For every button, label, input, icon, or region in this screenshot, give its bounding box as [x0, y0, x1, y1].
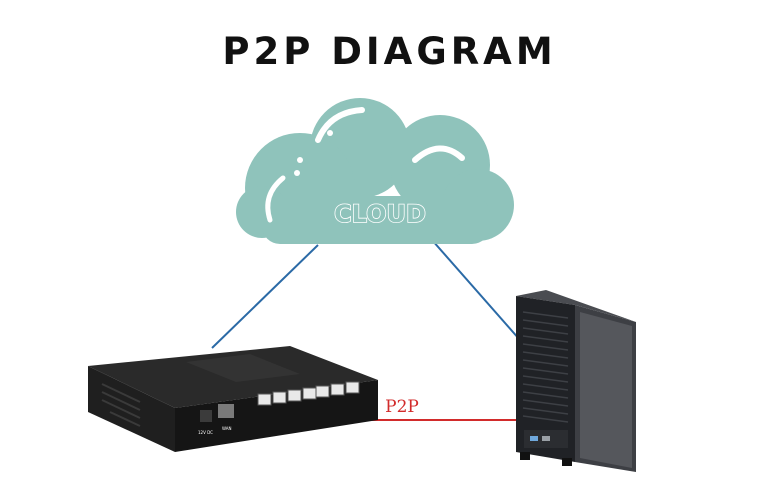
link-cloud-to-router	[211, 244, 319, 349]
p2p-label: P2P	[385, 397, 419, 417]
router-icon: 12V DC WAN	[88, 346, 378, 452]
cloud-label: CLOUD	[334, 200, 426, 228]
diagram-title: P2P DIAGRAM	[222, 30, 557, 73]
server-tower-icon	[516, 290, 636, 472]
svg-text:12V DC: 12V DC	[198, 430, 213, 435]
cloud-icon	[236, 98, 514, 244]
link-cloud-to-server	[431, 239, 521, 341]
svg-text:WAN: WAN	[222, 426, 231, 431]
